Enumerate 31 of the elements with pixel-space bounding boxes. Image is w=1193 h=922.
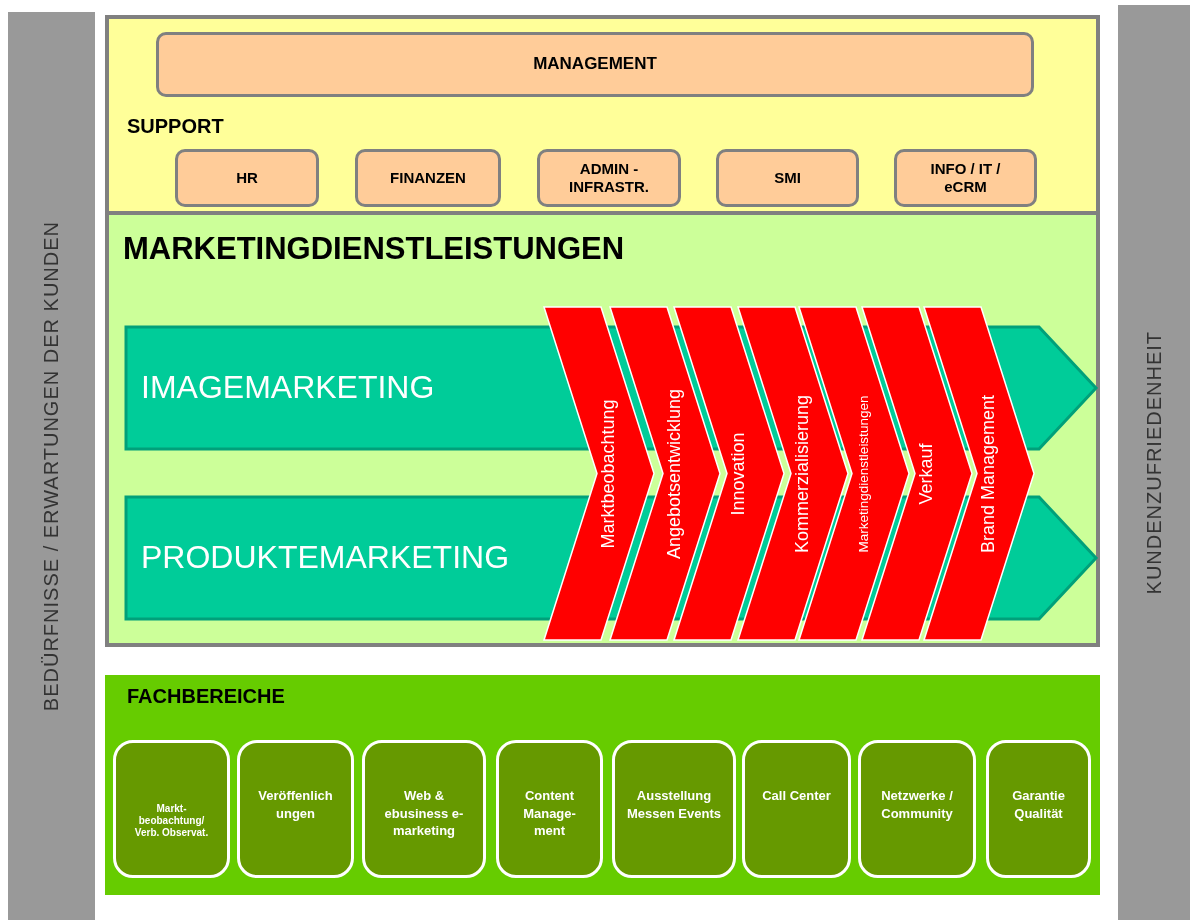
section-heading: SUPPORT	[127, 115, 224, 138]
support-box: SMI	[716, 149, 859, 207]
support-box: HR	[175, 149, 319, 207]
step-label: Marktbeobachtung	[599, 398, 619, 549]
section-panel	[105, 675, 1100, 895]
section-heading: FACHBEREICHE	[127, 685, 285, 708]
department-box: Markt- beobachtung/ Verb. Observat.	[113, 740, 230, 878]
step-label: Kommerzialisierung	[793, 394, 813, 553]
step-label: Innovation	[729, 431, 749, 516]
side-bar	[1118, 5, 1190, 920]
department-box: Content Manage- ment	[496, 740, 603, 878]
step-label: Brand Management	[979, 394, 999, 553]
step-label: Angebotsentwicklung	[665, 388, 685, 559]
management-box: MANAGEMENT	[156, 32, 1034, 97]
side-bar	[8, 12, 95, 920]
department-box: Netzwerke / Community	[858, 740, 976, 878]
side-label: KUNDENZUFRIEDENHEIT	[1142, 330, 1166, 595]
department-box: Call Center	[742, 740, 851, 878]
step-label: Marketingdienstleistungen	[856, 395, 872, 552]
arrow-label: PRODUKTEMARKETING	[141, 539, 510, 576]
side-label: BEDÜRFNISSE / ERWARTUNGEN DER KUNDEN	[40, 220, 63, 712]
department-box: Veröffenlich ungen	[237, 740, 354, 878]
department-box: Garantie Qualität	[986, 740, 1091, 878]
step-label: Verkauf	[917, 443, 937, 504]
section-heading: MARKETINGDIENSTLEISTUNGEN	[123, 231, 625, 267]
support-box: ADMIN - INFRASTR.	[537, 149, 681, 207]
support-box: INFO / IT / eCRM	[894, 149, 1037, 207]
support-box: FINANZEN	[355, 149, 501, 207]
arrow-label: IMAGEMARKETING	[141, 369, 435, 406]
department-box: Ausstellung Messen Events	[612, 740, 736, 878]
department-box: Web & ebusiness e- marketing	[362, 740, 486, 878]
